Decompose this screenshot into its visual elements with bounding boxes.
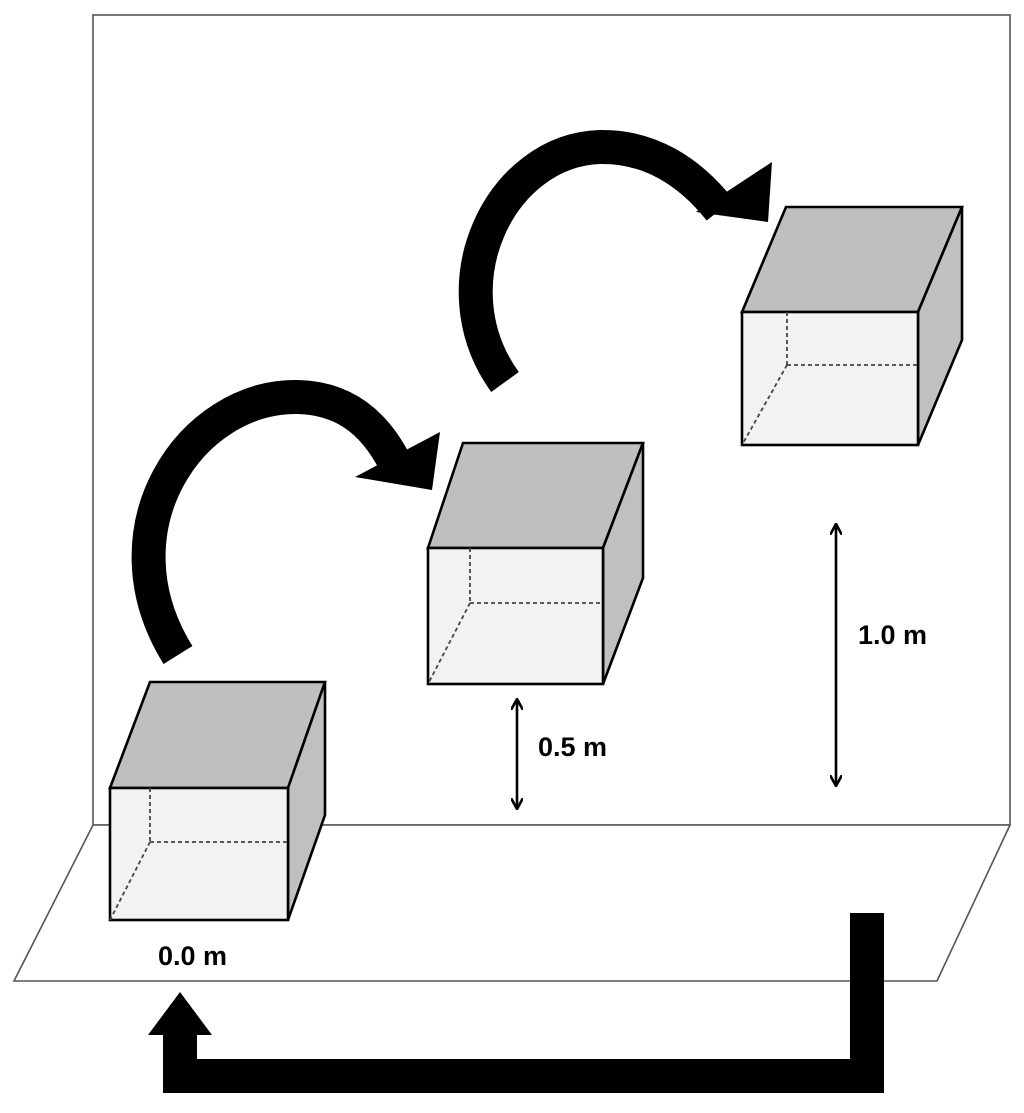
jump-arrow-to-one-meter bbox=[458, 130, 772, 392]
box-hidden-edges bbox=[741, 312, 918, 446]
curved-arrow-head bbox=[696, 162, 772, 222]
half-meter-label: 0.5 m bbox=[538, 732, 607, 762]
return-arrow-head bbox=[148, 992, 212, 1035]
curved-arrow-shaft bbox=[458, 130, 734, 392]
box-hidden-edges bbox=[109, 788, 288, 921]
box-front-face bbox=[740, 310, 920, 447]
box-half-meter bbox=[426, 441, 645, 686]
return-arrow bbox=[148, 913, 884, 1093]
box-hidden-edges bbox=[427, 548, 603, 685]
box-front-face bbox=[108, 786, 290, 922]
curved-arrow-shaft bbox=[131, 379, 411, 664]
return-arrow-shaft bbox=[163, 913, 884, 1093]
box-one-meter bbox=[740, 205, 964, 447]
jump-arrow-to-half-meter bbox=[131, 379, 440, 664]
one-meter-label: 1.0 m bbox=[858, 620, 927, 650]
box-floor-level bbox=[108, 680, 327, 922]
box-front-face bbox=[426, 546, 605, 686]
floor-height-label: 0.0 m bbox=[158, 941, 227, 971]
curved-arrow-head bbox=[355, 432, 440, 490]
